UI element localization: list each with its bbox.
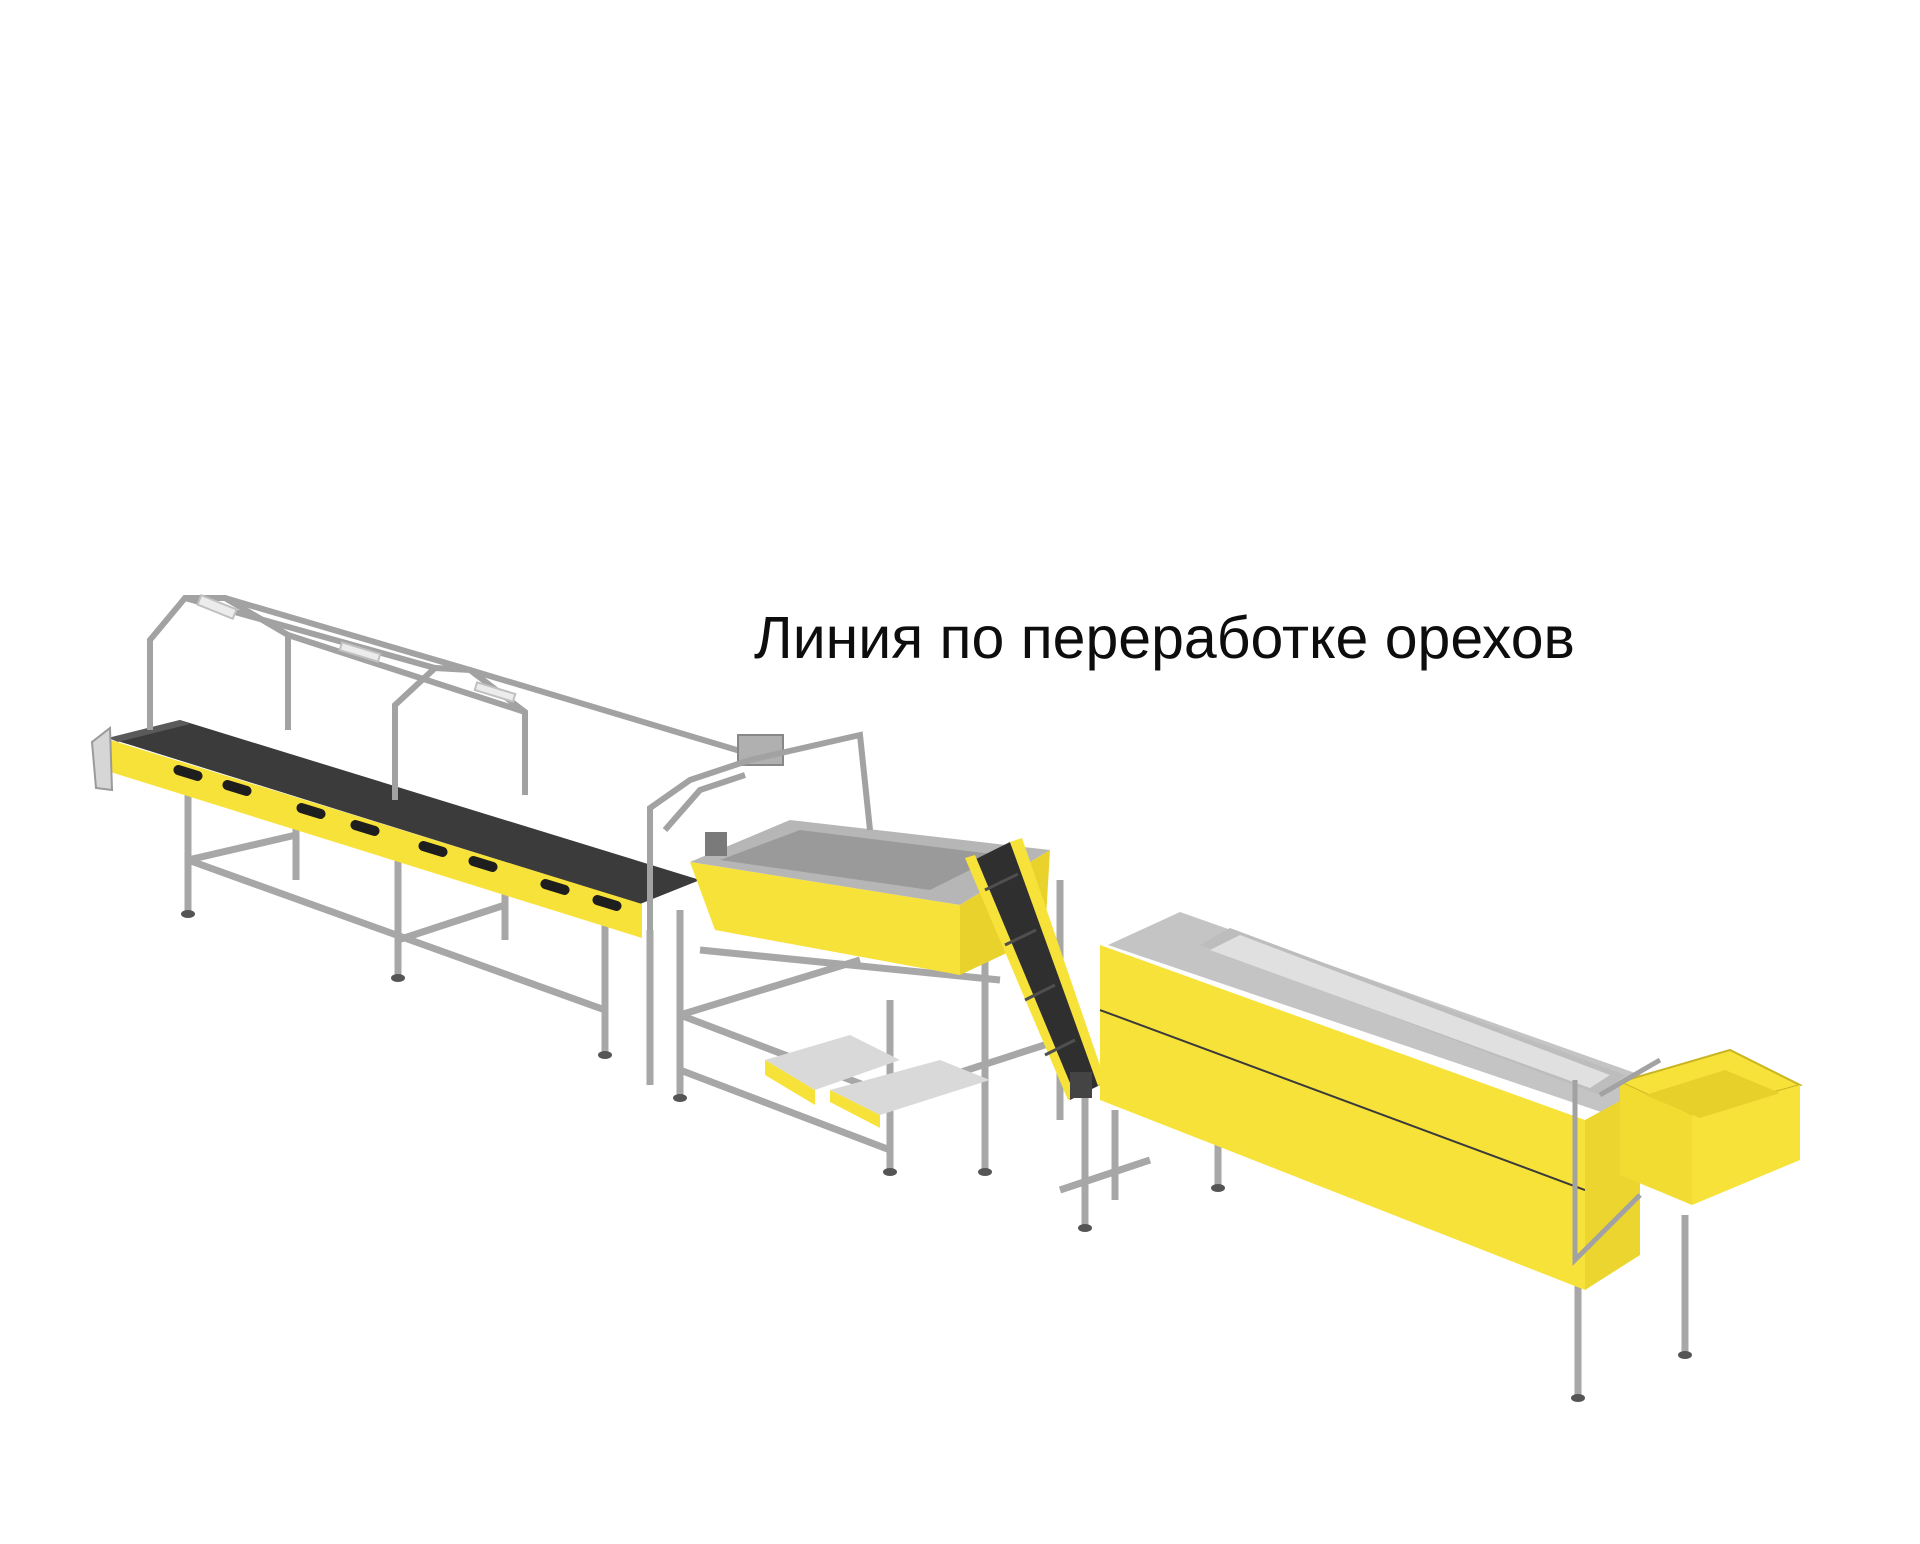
conveyor-side-slots [173, 765, 622, 911]
image-caption: Линия по переработке орехов [754, 605, 1575, 671]
inspection-conveyor [90, 593, 771, 1059]
vibrating-sorting-table [646, 731, 1064, 1176]
sorting-table-yellow-front [690, 862, 960, 975]
drum-housing-front [1100, 945, 1585, 1290]
inclined-elevator [965, 838, 1152, 1232]
drum-sorter [1099, 912, 1803, 1402]
